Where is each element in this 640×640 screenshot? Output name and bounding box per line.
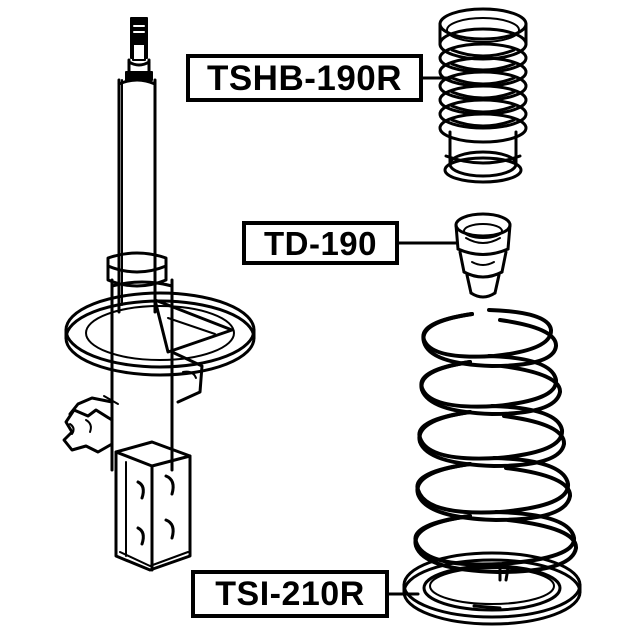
side-bracket-tab [62, 408, 114, 454]
coil-spring-drawing [413, 308, 578, 574]
callout-box-tsi-210r[interactable]: TSI-210R [191, 570, 389, 618]
knuckle-mounting-bracket [114, 440, 192, 572]
upper-bracket-arm [68, 395, 119, 416]
callout-label-td-190: TD-190 [263, 224, 378, 262]
piston-rod [125, 58, 153, 81]
piston-rod-tip [130, 17, 148, 61]
callout-label-tshb-190r: TSHB-190R [206, 58, 403, 98]
spring-insulator-drawing [402, 551, 582, 626]
spring-seat-plate [64, 291, 256, 377]
callout-label-tsi-210r: TSI-210R [215, 575, 365, 613]
callout-box-td-190[interactable]: TD-190 [242, 221, 399, 265]
strut-upper-tube [117, 78, 157, 314]
callout-box-tshb-190r[interactable]: TSHB-190R [186, 54, 423, 102]
dust-boot-drawing [438, 7, 528, 184]
strut-gusset-bracket [170, 350, 204, 404]
strut-assembly-drawing [62, 17, 256, 572]
bump-stop-drawing [454, 212, 512, 299]
